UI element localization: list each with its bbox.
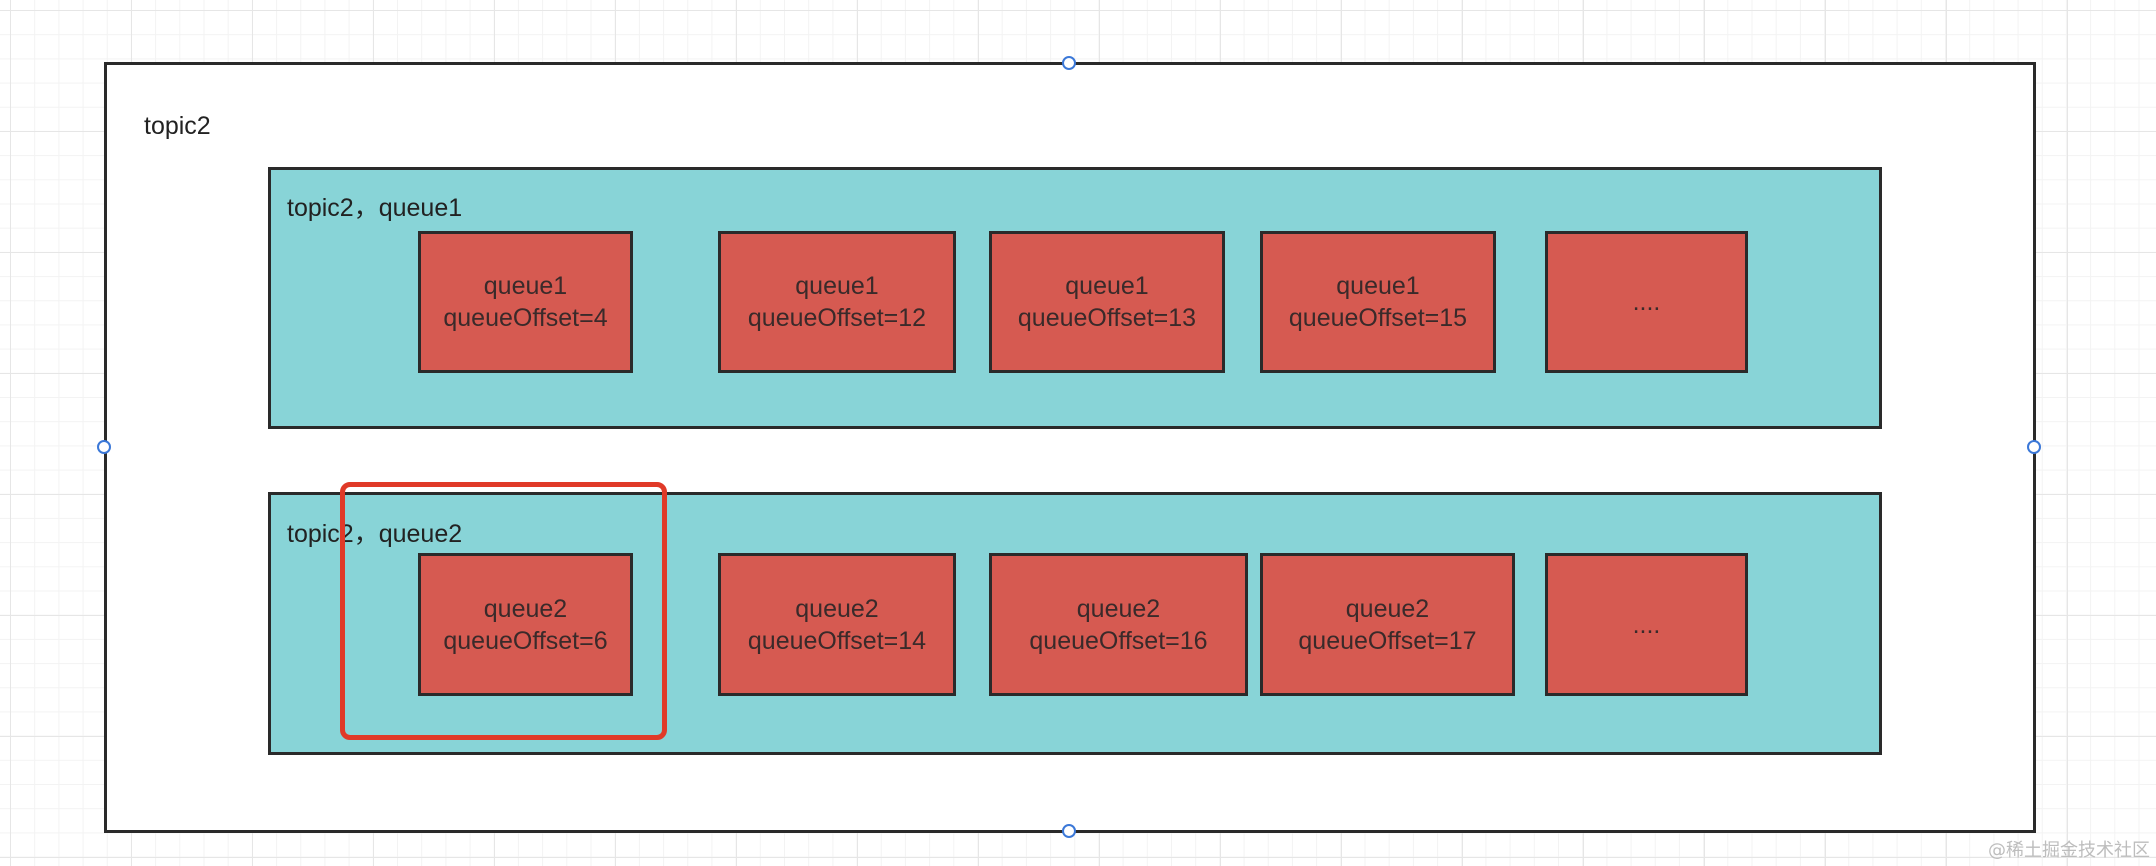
watermark: @稀土掘金技术社区 [1988,840,2150,861]
resize-handle-top[interactable] [1062,56,1076,70]
queue2-panel-label: topic2，queue2 [287,520,463,548]
queue2-offset-16-box[interactable]: queue2 queueOffset=16 [989,553,1248,696]
box-line2: queueOffset=12 [747,304,927,332]
queue1-ellipsis-box[interactable]: .... [1545,231,1748,373]
box-line1: queue2 [1076,594,1161,623]
resize-handle-right[interactable] [2027,440,2041,454]
box-line1: queue1 [483,272,568,300]
box-line1: queue1 [1065,272,1149,300]
box-line2: queueOffset=15 [1288,304,1468,332]
resize-handle-left[interactable] [97,440,111,454]
queue1-offset-13-box[interactable]: queue1 queueOffset=13 [989,231,1225,373]
queue2-ellipsis-box[interactable]: .... [1545,553,1748,696]
topic-title: topic2 [144,112,211,140]
queue2-offset-6-box[interactable]: queue2 queueOffset=6 [418,553,633,696]
box-line1: queue2 [795,594,879,623]
resize-handle-bottom[interactable] [1062,824,1076,838]
queue2-offset-14-box[interactable]: queue2 queueOffset=14 [718,553,956,696]
highlight-rectangle [340,482,667,740]
queue1-panel-label: topic2，queue1 [287,194,463,222]
box-line2: queueOffset=14 [747,626,927,655]
box-line1: queue1 [795,272,879,300]
queue1-offset-4-box[interactable]: queue1 queueOffset=4 [418,231,633,373]
box-line2: queueOffset=6 [443,626,608,655]
box-line1: queue2 [1345,594,1430,623]
box-line2: queueOffset=4 [443,304,608,332]
box-line1: queue2 [483,594,568,623]
box-line2: queueOffset=17 [1298,626,1477,655]
box-line1: queue1 [1336,272,1420,300]
queue1-offset-15-box[interactable]: queue1 queueOffset=15 [1260,231,1496,373]
box-line2: queueOffset=16 [1029,626,1208,655]
queue1-offset-12-box[interactable]: queue1 queueOffset=12 [718,231,956,373]
box-line2: queueOffset=13 [1017,304,1197,332]
box-line1: .... [1632,610,1661,639]
box-line1: .... [1632,288,1661,316]
queue2-offset-17-box[interactable]: queue2 queueOffset=17 [1260,553,1515,696]
